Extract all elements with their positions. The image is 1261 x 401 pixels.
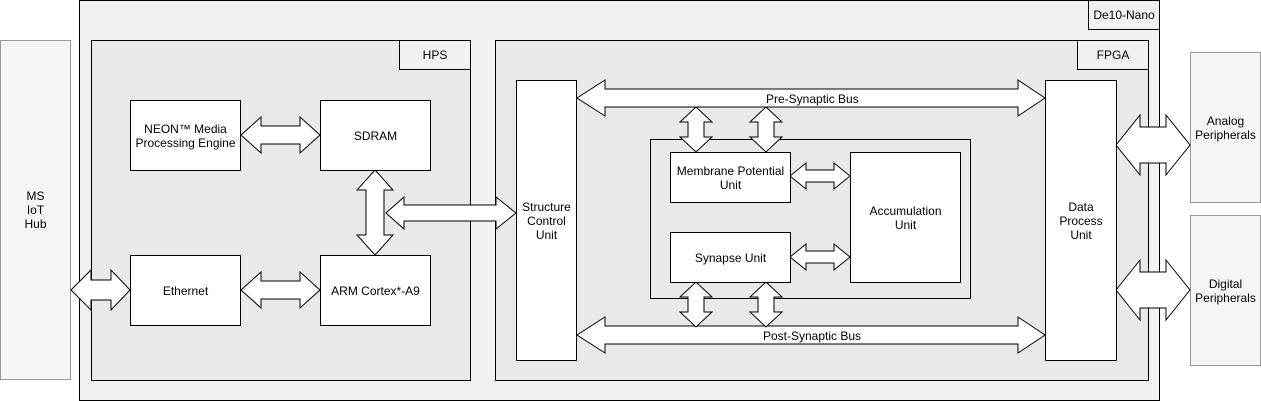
ms-iot-hub: MS IoT Hub [0,40,71,380]
arrow-dataproc-digital [1115,258,1191,322]
accumulation-unit: Accumulation Unit [850,152,961,283]
arrow-prebus-membrane-1 [678,106,714,153]
ethernet-block: Ethernet [130,255,241,326]
arrow-hub-ethernet [70,268,131,312]
arrow-membrane-accumulation [789,161,851,191]
board-label: De10-Nano [1088,0,1160,30]
membrane-potential-unit: Membrane Potential Unit [670,152,791,203]
arm-cortex-a9-block: ARM Cortex*-A9 [320,255,431,326]
pre-synaptic-bus-label: Pre-Synaptic Bus [766,92,859,106]
arrow-ethernet-arm [240,270,321,310]
neon-media-processing-engine: NEON™ Media Processing Engine [130,100,241,171]
arrow-neon-sdram [240,115,321,155]
synapse-unit: Synapse Unit [670,232,791,283]
fpga-label: FPGA [1077,40,1149,70]
post-synaptic-bus-label: Post-Synaptic Bus [763,329,862,343]
data-process-unit: Data Process Unit [1045,80,1117,361]
hps-label: HPS [399,40,471,70]
arrow-synapse-accumulation [789,242,851,272]
arrow-synapse-postbus-2 [748,281,784,328]
arrow-dataproc-analog [1115,113,1191,177]
digital-peripherals: Digital Peripherals [1190,215,1261,366]
sdram-block: SDRAM [320,100,431,171]
structure-control-unit: Structure Control Unit [516,80,577,361]
analog-peripherals: Analog Peripherals [1190,52,1261,203]
arrow-prebus-membrane-2 [748,106,784,153]
arrow-synapse-postbus-1 [678,281,714,328]
arrow-hps-structure [385,195,517,231]
